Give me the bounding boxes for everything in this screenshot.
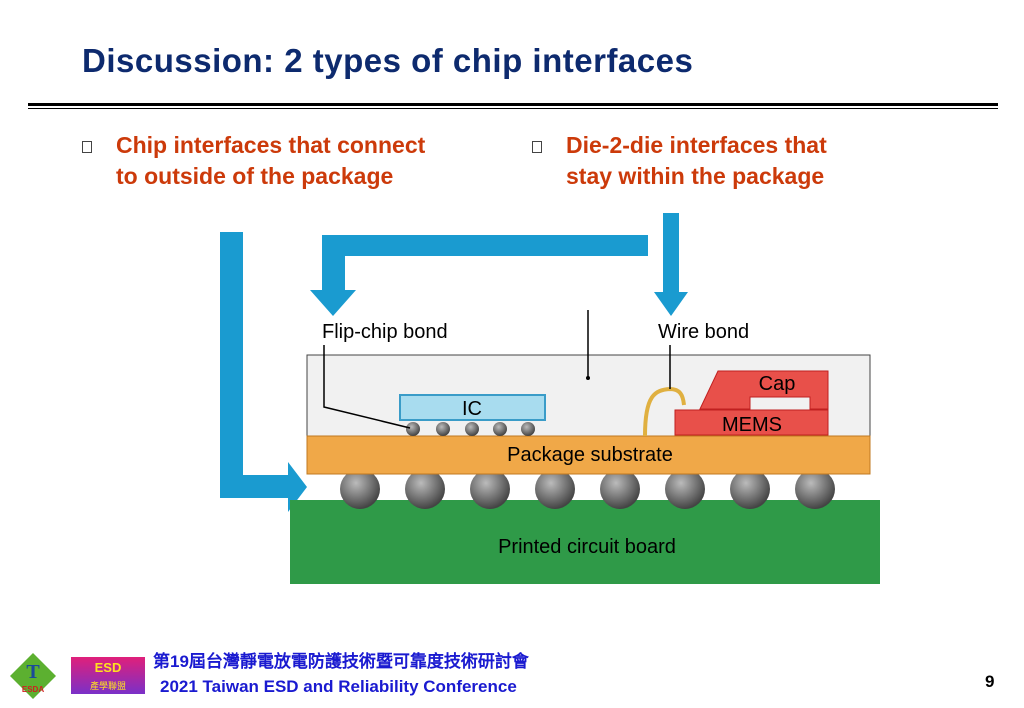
substrate-label: Package substrate — [507, 444, 673, 466]
slide-title: Discussion: 2 types of chip interfaces — [82, 42, 694, 79]
bullet-external-interfaces: Chip interfaces that connect to outside … — [116, 130, 425, 192]
arrow-to-pcb — [220, 232, 307, 512]
title-divider-thin — [28, 108, 998, 109]
bullet-line: Chip interfaces that connect — [116, 132, 426, 158]
bullet-line: Die-2-die interfaces that — [566, 132, 827, 158]
bullet-line: stay within the package — [566, 163, 825, 189]
flip-chip-label: Flip-chip bond — [322, 321, 448, 343]
ic-die — [399, 394, 546, 421]
solder-balls — [340, 469, 835, 509]
title-divider — [28, 103, 998, 106]
ic-label: IC — [462, 398, 482, 420]
pcb-label: Printed circuit board — [498, 536, 676, 558]
bullet-line: to outside of the package — [116, 163, 394, 189]
conference-name-chinese: 第19屆台灣靜電放電防護技術暨可靠度技術研討會 — [153, 652, 529, 671]
flip-chip-bumps — [406, 422, 535, 436]
cap — [699, 370, 829, 410]
mems-die — [674, 409, 829, 436]
package-substrate — [306, 435, 871, 475]
page-number: 9 — [985, 672, 995, 691]
wire-bond-label: Wire bond — [658, 321, 749, 343]
leader-line — [323, 345, 411, 429]
cap-label: Cap — [759, 373, 796, 395]
arrow-to-flipchip — [310, 235, 648, 316]
mems-label: MEMS — [722, 414, 782, 436]
bond-wire — [643, 386, 686, 437]
bullet-icon — [532, 141, 542, 153]
arrow-to-wirebond — [654, 213, 688, 316]
bullet-die2die-interfaces: Die-2-die interfaces that stay within th… — [566, 130, 827, 192]
pcb — [290, 500, 880, 584]
bullet-icon — [82, 141, 92, 153]
conference-name-english: 2021 Taiwan ESD and Reliability Conferen… — [160, 677, 517, 696]
